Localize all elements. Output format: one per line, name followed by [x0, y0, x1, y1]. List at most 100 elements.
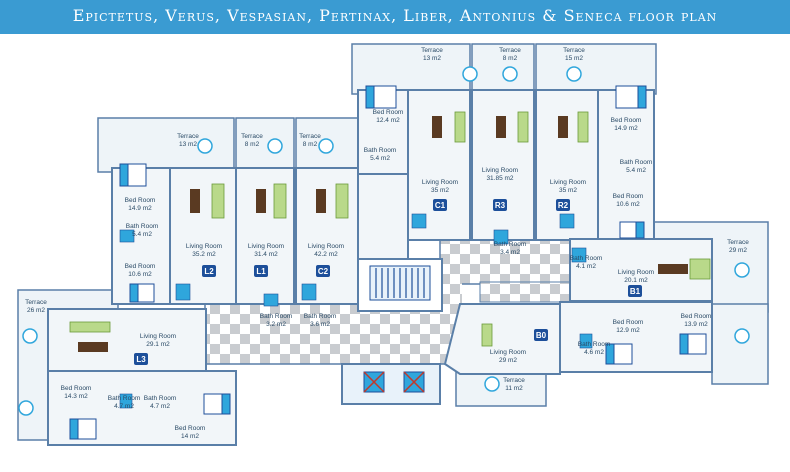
bathrooms — [119, 213, 593, 409]
svg-text:5.4 m2: 5.4 m2 — [370, 155, 390, 162]
plant-icon — [734, 262, 750, 278]
svg-text:3.2 m2: 3.2 m2 — [266, 321, 286, 328]
svg-text:4.1 m2: 4.1 m2 — [576, 263, 596, 270]
svg-text:Bed Room: Bed Room — [611, 117, 642, 124]
svg-text:R3: R3 — [495, 201, 506, 210]
svg-text:35.2 m2: 35.2 m2 — [192, 251, 216, 258]
svg-text:26 m2: 26 m2 — [27, 307, 45, 314]
svg-text:14.9 m2: 14.9 m2 — [128, 205, 152, 212]
svg-text:Bed Room: Bed Room — [373, 109, 404, 116]
svg-text:4.7 m2: 4.7 m2 — [150, 403, 170, 410]
svg-text:4.7 m2: 4.7 m2 — [114, 403, 134, 410]
svg-text:8 m2: 8 m2 — [503, 55, 518, 62]
svg-text:Bed Room: Bed Room — [125, 263, 156, 270]
svg-text:10.6 m2: 10.6 m2 — [616, 201, 640, 208]
svg-text:29 m2: 29 m2 — [729, 247, 747, 254]
svg-text:B1: B1 — [630, 287, 641, 296]
svg-text:Bath Room: Bath Room — [364, 147, 397, 154]
svg-text:Living Room: Living Room — [140, 333, 176, 340]
svg-text:Terrace: Terrace — [241, 133, 263, 140]
svg-text:Bed Room: Bed Room — [681, 313, 712, 320]
svg-text:Living Room: Living Room — [308, 243, 344, 250]
svg-text:Bath Room: Bath Room — [494, 241, 527, 248]
svg-text:Bed Room: Bed Room — [125, 197, 156, 204]
svg-text:13 m2: 13 m2 — [179, 141, 197, 148]
svg-text:Living Room: Living Room — [422, 179, 458, 186]
svg-text:31.85 m2: 31.85 m2 — [486, 175, 513, 182]
svg-text:Terrace: Terrace — [727, 239, 749, 246]
svg-text:L2: L2 — [204, 267, 214, 276]
furniture — [69, 111, 711, 352]
unit-c2-side — [357, 173, 409, 260]
svg-text:3.4 m2: 3.4 m2 — [500, 249, 520, 256]
badge-b0: B0 — [534, 329, 548, 341]
unit-c2-block — [295, 167, 359, 305]
badge-c2: C2 — [316, 265, 330, 277]
svg-text:L1: L1 — [256, 267, 266, 276]
svg-text:5.4 m2: 5.4 m2 — [626, 167, 646, 174]
plant-icon — [197, 138, 213, 154]
plan-title: Epictetus, Verus, Vespasian, Pertinax, L… — [72, 6, 718, 25]
svg-text:12.4 m2: 12.4 m2 — [376, 117, 400, 124]
badge-l2: L2 — [202, 265, 216, 277]
beds — [69, 85, 707, 440]
badge-b1: B1 — [628, 285, 642, 297]
svg-text:13 m2: 13 m2 — [423, 55, 441, 62]
svg-text:14 m2: 14 m2 — [181, 433, 199, 440]
plant-icon — [502, 66, 518, 82]
plant-icon — [18, 400, 34, 416]
svg-text:Bath Room: Bath Room — [126, 223, 159, 230]
svg-text:Living Room: Living Room — [482, 167, 518, 174]
unit-l3-block — [47, 308, 207, 372]
svg-text:42.2 m2: 42.2 m2 — [314, 251, 338, 258]
svg-text:10.6 m2: 10.6 m2 — [128, 271, 152, 278]
svg-text:Living Room: Living Room — [490, 349, 526, 356]
terrace-r3 — [471, 43, 535, 95]
svg-text:Bath Room: Bath Room — [578, 341, 611, 348]
svg-text:C2: C2 — [318, 267, 329, 276]
svg-text:35 m2: 35 m2 — [431, 187, 449, 194]
plant-icon — [318, 138, 334, 154]
svg-text:Terrace: Terrace — [177, 133, 199, 140]
unit-b0-block — [443, 303, 561, 375]
svg-text:B0: B0 — [536, 331, 547, 340]
svg-text:14.9 m2: 14.9 m2 — [614, 125, 638, 132]
svg-text:12.9 m2: 12.9 m2 — [616, 327, 640, 334]
svg-text:Living Room: Living Room — [618, 269, 654, 276]
svg-text:Terrace: Terrace — [503, 377, 525, 384]
svg-text:C1: C1 — [435, 201, 446, 210]
svg-text:11 m2: 11 m2 — [505, 385, 523, 392]
corridor-east — [479, 281, 571, 303]
unit-l2-block — [169, 167, 237, 305]
svg-text:5.4 m2: 5.4 m2 — [132, 231, 152, 238]
svg-text:Bed Room: Bed Room — [613, 319, 644, 326]
svg-text:35 m2: 35 m2 — [559, 187, 577, 194]
plants — [18, 66, 750, 416]
svg-text:Bed Room: Bed Room — [61, 385, 92, 392]
badge-r2: R2 — [556, 199, 570, 211]
svg-text:Terrace: Terrace — [299, 133, 321, 140]
svg-text:15 m2: 15 m2 — [565, 55, 583, 62]
svg-text:L3: L3 — [136, 355, 146, 364]
svg-text:Living Room: Living Room — [550, 179, 586, 186]
terrace-l2 — [97, 117, 235, 173]
plant-icon — [566, 66, 582, 82]
svg-text:3.6 m2: 3.6 m2 — [310, 321, 330, 328]
elevators — [341, 363, 441, 405]
svg-text:Bath Room: Bath Room — [108, 395, 141, 402]
svg-text:Living Room: Living Room — [186, 243, 222, 250]
svg-text:29.1 m2: 29.1 m2 — [146, 341, 170, 348]
svg-text:Bed Room: Bed Room — [175, 425, 206, 432]
svg-text:14.3 m2: 14.3 m2 — [64, 393, 88, 400]
svg-text:Bed Room: Bed Room — [613, 193, 644, 200]
svg-text:20.1 m2: 20.1 m2 — [624, 277, 648, 284]
svg-text:Terrace: Terrace — [25, 299, 47, 306]
svg-text:Bath Room: Bath Room — [620, 159, 653, 166]
title-banner: Epictetus, Verus, Vespasian, Pertinax, L… — [0, 0, 790, 34]
svg-text:Bath Room: Bath Room — [570, 255, 603, 262]
svg-text:Bath Room: Bath Room — [260, 313, 293, 320]
room-labels: Terrace 13 m2 Bed Room 12.4 m2 Bath Room… — [25, 47, 749, 440]
badge-l1: L1 — [254, 265, 268, 277]
svg-text:29 m2: 29 m2 — [499, 357, 517, 364]
svg-text:4.6 m2: 4.6 m2 — [584, 349, 604, 356]
